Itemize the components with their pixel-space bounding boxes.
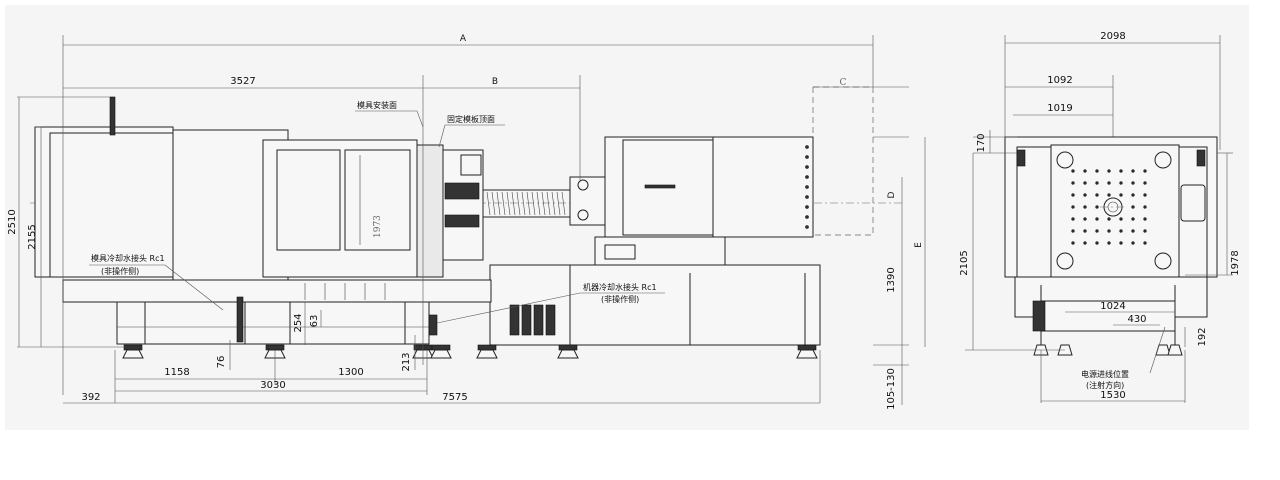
dim-1158: 1158 [164,367,189,378]
label-mold-cooling-2: (非操作侧) [101,266,139,276]
dim-254: 254 [293,313,304,332]
base-frame-injection [489,264,821,346]
platen-face [1050,144,1180,278]
signal-tower-icon [109,96,116,136]
label-machine-cooling-1: 机器冷却水接头 Rc1 [583,282,657,292]
dim-170: 170 [976,133,987,152]
dim-1019: 1019 [1047,103,1072,114]
dim-7575: 7575 [442,392,467,403]
label-mold-mount-face: 模具安装面 [357,100,397,110]
side-view: 1973 [7,34,926,410]
dim-392: 392 [81,392,100,403]
dim-1092: 1092 [1047,75,1072,86]
dim-D: D [887,191,897,198]
electrical-cabinet-vents [509,304,556,336]
label-fixed-platen-face: 固定模板顶面 [447,114,495,124]
fixed-platen [416,144,444,278]
dim-430: 430 [1127,314,1146,325]
dim-1300: 1300 [338,367,363,378]
base-frame-clamp [62,279,492,303]
dim-192: 192 [1197,327,1208,346]
cooling-manifold-icon [236,296,244,343]
dim-1530: 1530 [1100,390,1125,401]
dim-A: A [460,34,467,44]
dim-213: 213 [401,352,412,371]
dim-1978: 1978 [1230,250,1241,275]
door-dim-1973: 1973 [373,215,383,238]
dim-C: C [840,78,847,88]
dim-1024: 1024 [1100,301,1125,312]
dim-3527: 3527 [230,76,255,87]
dim-2155: 2155 [27,224,38,249]
dim-3030: 3030 [260,380,285,391]
dim-2105: 2105 [959,250,970,275]
label-power-2: (注射方向) [1086,380,1124,390]
label-power-1: 电源进线位置 [1081,369,1129,379]
end-view: 2098 1092 1019 170 2105 1978 1024 430 19… [959,31,1241,403]
dim-2098: 2098 [1100,31,1125,42]
dim-1390: 1390 [886,267,897,292]
dim-105-130: 105-130 [886,368,897,410]
machine-drawing: 1973 [7,31,1241,410]
dim-63: 63 [309,315,320,328]
screw-barrel [486,191,566,216]
label-mold-cooling-1: 模具冷却水接头 Rc1 [91,253,165,263]
dim-E: E [914,242,924,248]
dim-76: 76 [216,356,227,369]
dim-2510: 2510 [7,209,18,234]
drawing-sheet: 1973 [5,5,1249,430]
levelling-pads [122,344,818,359]
dim-B: B [492,77,498,87]
label-machine-cooling-2: (非操作侧) [601,294,639,304]
